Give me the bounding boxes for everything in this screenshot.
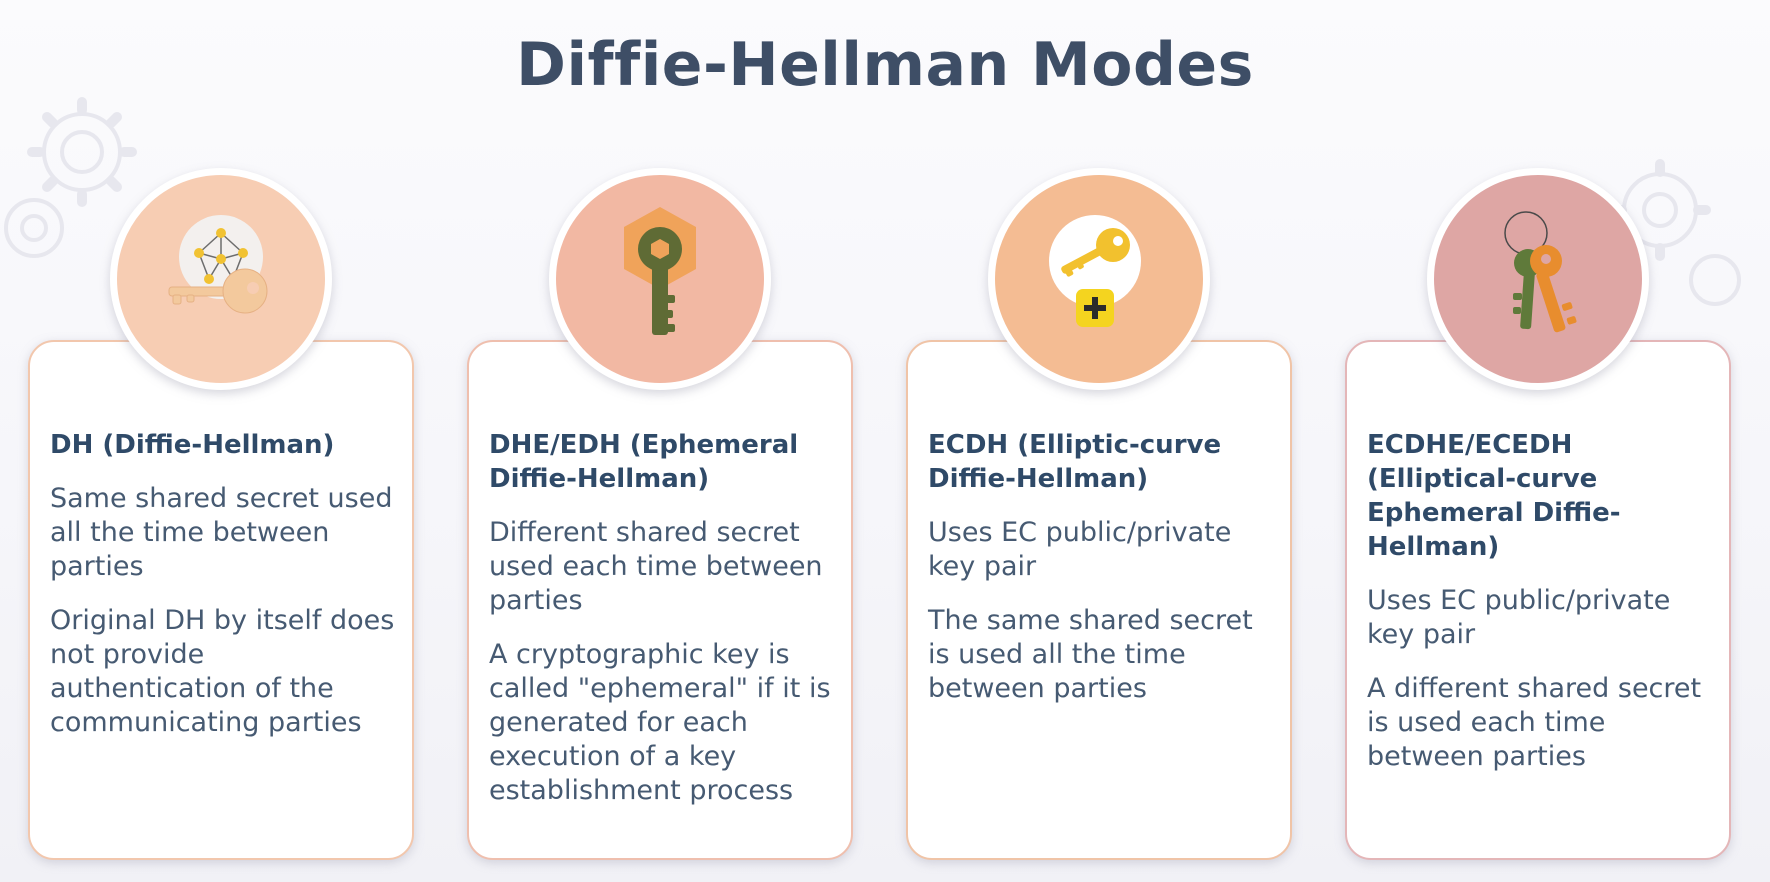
card-heading: ECDHE/ECEDH (Elliptical-curve Ephemeral … <box>1367 430 1621 562</box>
card-paragraph: Original DH by itself does not provide a… <box>50 605 395 738</box>
mode-card-dh: DH (Diffie-Hellman) Same shared secret u… <box>28 340 414 860</box>
card-content: ECDH (Elliptic-curve Diffie-Hellman) Use… <box>928 428 1278 726</box>
card-paragraph: A different shared secret is used each t… <box>1367 673 1702 772</box>
key-plus-icon <box>988 168 1210 390</box>
card-content: DH (Diffie-Hellman) Same shared secret u… <box>50 428 400 760</box>
card-paragraph: Different shared secret used each time b… <box>489 517 823 616</box>
card-paragraph: Uses EC public/private key pair <box>928 517 1232 582</box>
mode-card-ecdhe: ECDHE/ECEDH (Elliptical-curve Ephemeral … <box>1345 340 1731 860</box>
card-content: DHE/EDH (Ephemeral Diffie-Hellman) Diffe… <box>489 428 839 828</box>
mode-card-ecdh: ECDH (Elliptic-curve Diffie-Hellman) Use… <box>906 340 1292 860</box>
page-title: Diffie-Hellman Modes <box>516 30 1254 100</box>
key-ring-icon <box>1427 168 1649 390</box>
card-paragraph: The same shared secret is used all the t… <box>928 605 1253 704</box>
card-paragraph: Uses EC public/private key pair <box>1367 585 1671 650</box>
network-key-icon <box>110 168 332 390</box>
card-content: ECDHE/ECEDH (Elliptical-curve Ephemeral … <box>1367 428 1717 794</box>
card-paragraph: Same shared secret used all the time bet… <box>50 483 393 582</box>
card-heading: DH (Diffie-Hellman) <box>50 430 335 460</box>
card-heading: DHE/EDH (Ephemeral Diffie-Hellman) <box>489 430 799 494</box>
hexagon-key-icon <box>549 168 771 390</box>
mode-card-dhe: DHE/EDH (Ephemeral Diffie-Hellman) Diffe… <box>467 340 853 860</box>
card-heading: ECDH (Elliptic-curve Diffie-Hellman) <box>928 430 1222 494</box>
card-paragraph: A cryptographic key is called "ephemeral… <box>489 639 831 806</box>
